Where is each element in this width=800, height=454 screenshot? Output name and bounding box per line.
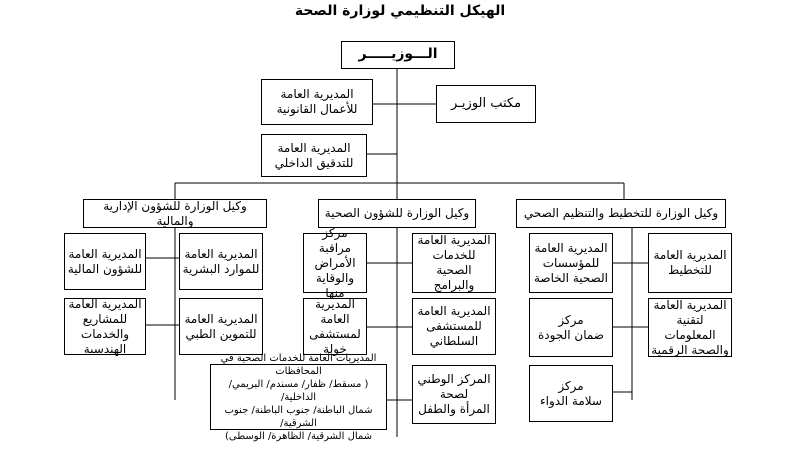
undersecretary-admin-finance-box: وكيل الوزارة للشؤون الإدارية والمالية — [83, 199, 267, 228]
governorates-box: المديريات العامة للخدمات الصحية في المحا… — [210, 353, 387, 442]
minister-box: الـــوزيـــــر — [341, 41, 455, 69]
undersecretary-planning-box: وكيل الوزارة للتخطيط والتنظيم الصحي — [516, 199, 726, 228]
undersecretary-health-affairs-box: وكيل الوزارة للشؤون الصحية — [318, 199, 476, 228]
chart-title: الهيكل التنظيمي لوزارة الصحة — [294, 3, 506, 19]
minister-office-box: مكتب الوزيـر — [436, 85, 536, 123]
